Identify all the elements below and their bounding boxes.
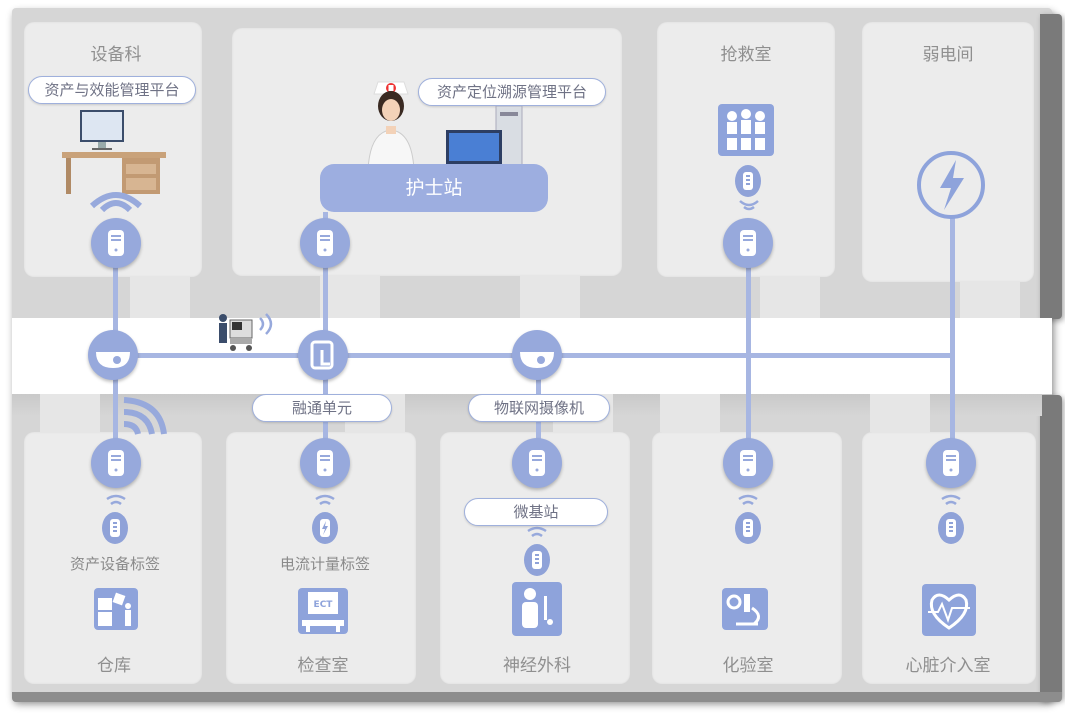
wall-right-bottom	[1040, 395, 1062, 700]
iot-camera-label: 物联网摄像机	[468, 394, 610, 422]
ect-text: ECT	[314, 600, 334, 610]
room-title: 抢救室	[720, 45, 772, 65]
wifi-signal-icon	[941, 494, 961, 506]
wifi-signal-icon	[89, 192, 143, 212]
door	[960, 281, 1020, 318]
room-title: 检查室	[297, 656, 349, 676]
gateway-node[interactable]	[300, 438, 350, 488]
gateway-node[interactable]	[91, 218, 141, 268]
lightning-icon	[917, 151, 985, 219]
microscope-icon	[722, 588, 768, 630]
wifi-signal-icon	[739, 200, 759, 211]
gateway-node[interactable]	[926, 438, 976, 488]
asset-tag-icon	[735, 165, 761, 197]
ect-exam-icon: ECT	[298, 588, 348, 634]
room-title: 心脏介入室	[905, 656, 991, 676]
wifi-signal-icon	[315, 494, 335, 506]
asset-tag-icon	[938, 512, 964, 544]
door	[320, 276, 380, 318]
current-tag-icon	[312, 512, 338, 544]
wifi-signal-icon	[527, 526, 547, 538]
room-title: 设备科	[90, 45, 142, 65]
wall-bottom	[12, 692, 1062, 702]
room-nurse-station	[232, 28, 622, 276]
nurse-icon	[367, 81, 415, 170]
wall-right-top	[1040, 14, 1062, 319]
iot-camera-node[interactable]	[512, 330, 562, 380]
wifi-signal-icon	[106, 494, 126, 506]
room-title: 弱电间	[922, 45, 974, 65]
asset-tag-label: 资产设备标签	[69, 555, 160, 573]
nurse-station[interactable]: 护士站	[320, 164, 548, 212]
wifi-signal-icon	[123, 397, 167, 435]
camera-node[interactable]	[88, 330, 138, 380]
surgeon-icon	[512, 582, 562, 636]
heart-icon	[922, 584, 976, 636]
network-line	[746, 230, 751, 460]
platform-asset-location[interactable]: 资产定位溯源管理平台	[418, 78, 606, 106]
gateway-node[interactable]	[91, 438, 141, 488]
medical-cart-icon	[219, 313, 273, 351]
door	[870, 394, 930, 432]
door	[760, 276, 820, 318]
room-title: 神经外科	[503, 656, 571, 676]
emergency-room-icon	[718, 104, 774, 156]
gateway-node[interactable]	[723, 218, 773, 268]
gateway-node[interactable]	[300, 218, 350, 268]
platform-asset-efficiency[interactable]: 资产与效能管理平台	[28, 76, 196, 104]
computer-icon	[446, 106, 523, 168]
gateway-node[interactable]	[723, 438, 773, 488]
room-title: 化验室	[722, 656, 774, 676]
current-tag-label: 电流计量标签	[279, 555, 370, 573]
workstation-desk-icon	[62, 110, 166, 194]
gateway-node[interactable]	[512, 438, 562, 488]
fusion-unit-node[interactable]	[298, 330, 348, 380]
asset-tag-icon	[524, 544, 550, 576]
door	[520, 276, 580, 318]
door	[660, 394, 720, 432]
network-line	[950, 215, 955, 460]
door	[130, 276, 190, 318]
fusion-unit-label: 融通单元	[252, 394, 392, 422]
asset-tag-icon	[735, 512, 761, 544]
wifi-signal-icon	[738, 494, 758, 506]
asset-tag-icon	[102, 512, 128, 544]
micro-base-label: 微基站	[464, 498, 608, 526]
warehouse-icon	[94, 588, 138, 630]
door	[40, 394, 100, 432]
room-title: 仓库	[97, 656, 131, 676]
